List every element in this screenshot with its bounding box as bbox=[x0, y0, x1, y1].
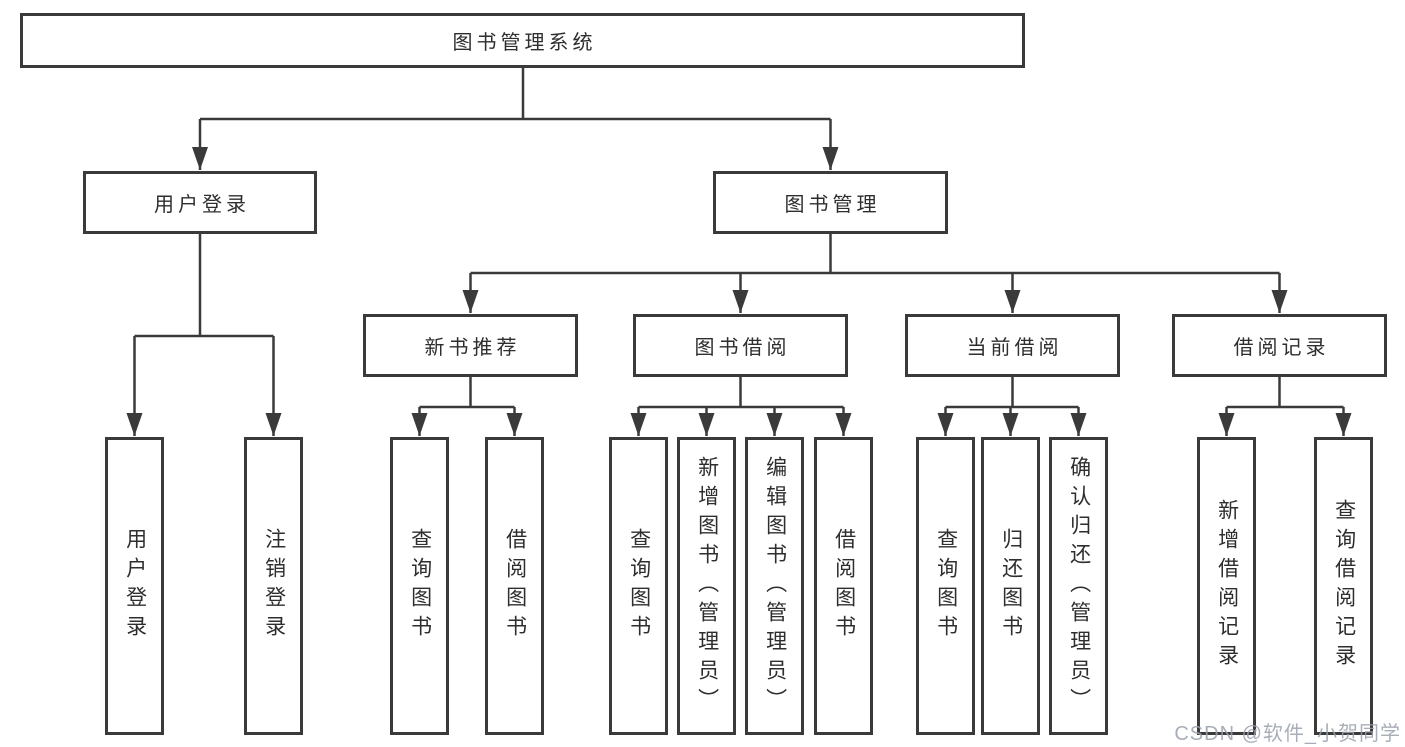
leaf-add-borrow-record: 新增借阅记录 bbox=[1197, 437, 1256, 735]
leaf-borrow-books-recommend: 借阅图书 bbox=[485, 437, 544, 735]
leaf-add-book-admin: 新增图书（管理员） bbox=[677, 437, 736, 735]
leaf-label: 注销登录 bbox=[262, 528, 286, 644]
leaf-label: 查询图书 bbox=[408, 528, 432, 644]
leaf-confirm-return-admin: 确认归还（管理员） bbox=[1049, 437, 1108, 735]
node-user-login: 用户登录 bbox=[83, 171, 317, 234]
leaf-edit-book-admin: 编辑图书（管理员） bbox=[745, 437, 804, 735]
node-borrow-records: 借阅记录 bbox=[1172, 314, 1387, 377]
leaf-query-books-borrow: 查询图书 bbox=[609, 437, 668, 735]
leaf-label: 查询借阅记录 bbox=[1332, 499, 1356, 673]
leaf-user-login: 用户登录 bbox=[105, 437, 164, 735]
node-new-book-recommend: 新书推荐 bbox=[363, 314, 578, 377]
leaf-query-books-current: 查询图书 bbox=[916, 437, 975, 735]
leaf-label: 查询图书 bbox=[934, 528, 958, 644]
leaf-query-books-recommend: 查询图书 bbox=[390, 437, 449, 735]
node-library-system: 图书管理系统 bbox=[20, 13, 1025, 68]
leaf-borrow-books: 借阅图书 bbox=[814, 437, 873, 735]
leaf-label: 编辑图书（管理员） bbox=[763, 455, 787, 717]
leaf-label: 确认归还（管理员） bbox=[1067, 455, 1091, 717]
leaf-label: 新增图书（管理员） bbox=[695, 455, 719, 717]
leaf-label: 归还图书 bbox=[999, 528, 1023, 644]
leaf-label: 用户登录 bbox=[123, 528, 147, 644]
leaf-logout: 注销登录 bbox=[244, 437, 303, 735]
leaf-return-book: 归还图书 bbox=[981, 437, 1040, 735]
node-current-borrowing: 当前借阅 bbox=[905, 314, 1120, 377]
leaf-label: 查询图书 bbox=[627, 528, 651, 644]
leaf-label: 借阅图书 bbox=[503, 528, 527, 644]
node-book-borrowing: 图书借阅 bbox=[633, 314, 848, 377]
leaf-query-borrow-record: 查询借阅记录 bbox=[1314, 437, 1373, 735]
watermark-text: CSDN @软件_小贺同学 bbox=[1174, 723, 1401, 745]
node-book-management: 图书管理 bbox=[713, 171, 948, 234]
leaf-label: 借阅图书 bbox=[832, 528, 856, 644]
leaf-label: 新增借阅记录 bbox=[1215, 499, 1239, 673]
